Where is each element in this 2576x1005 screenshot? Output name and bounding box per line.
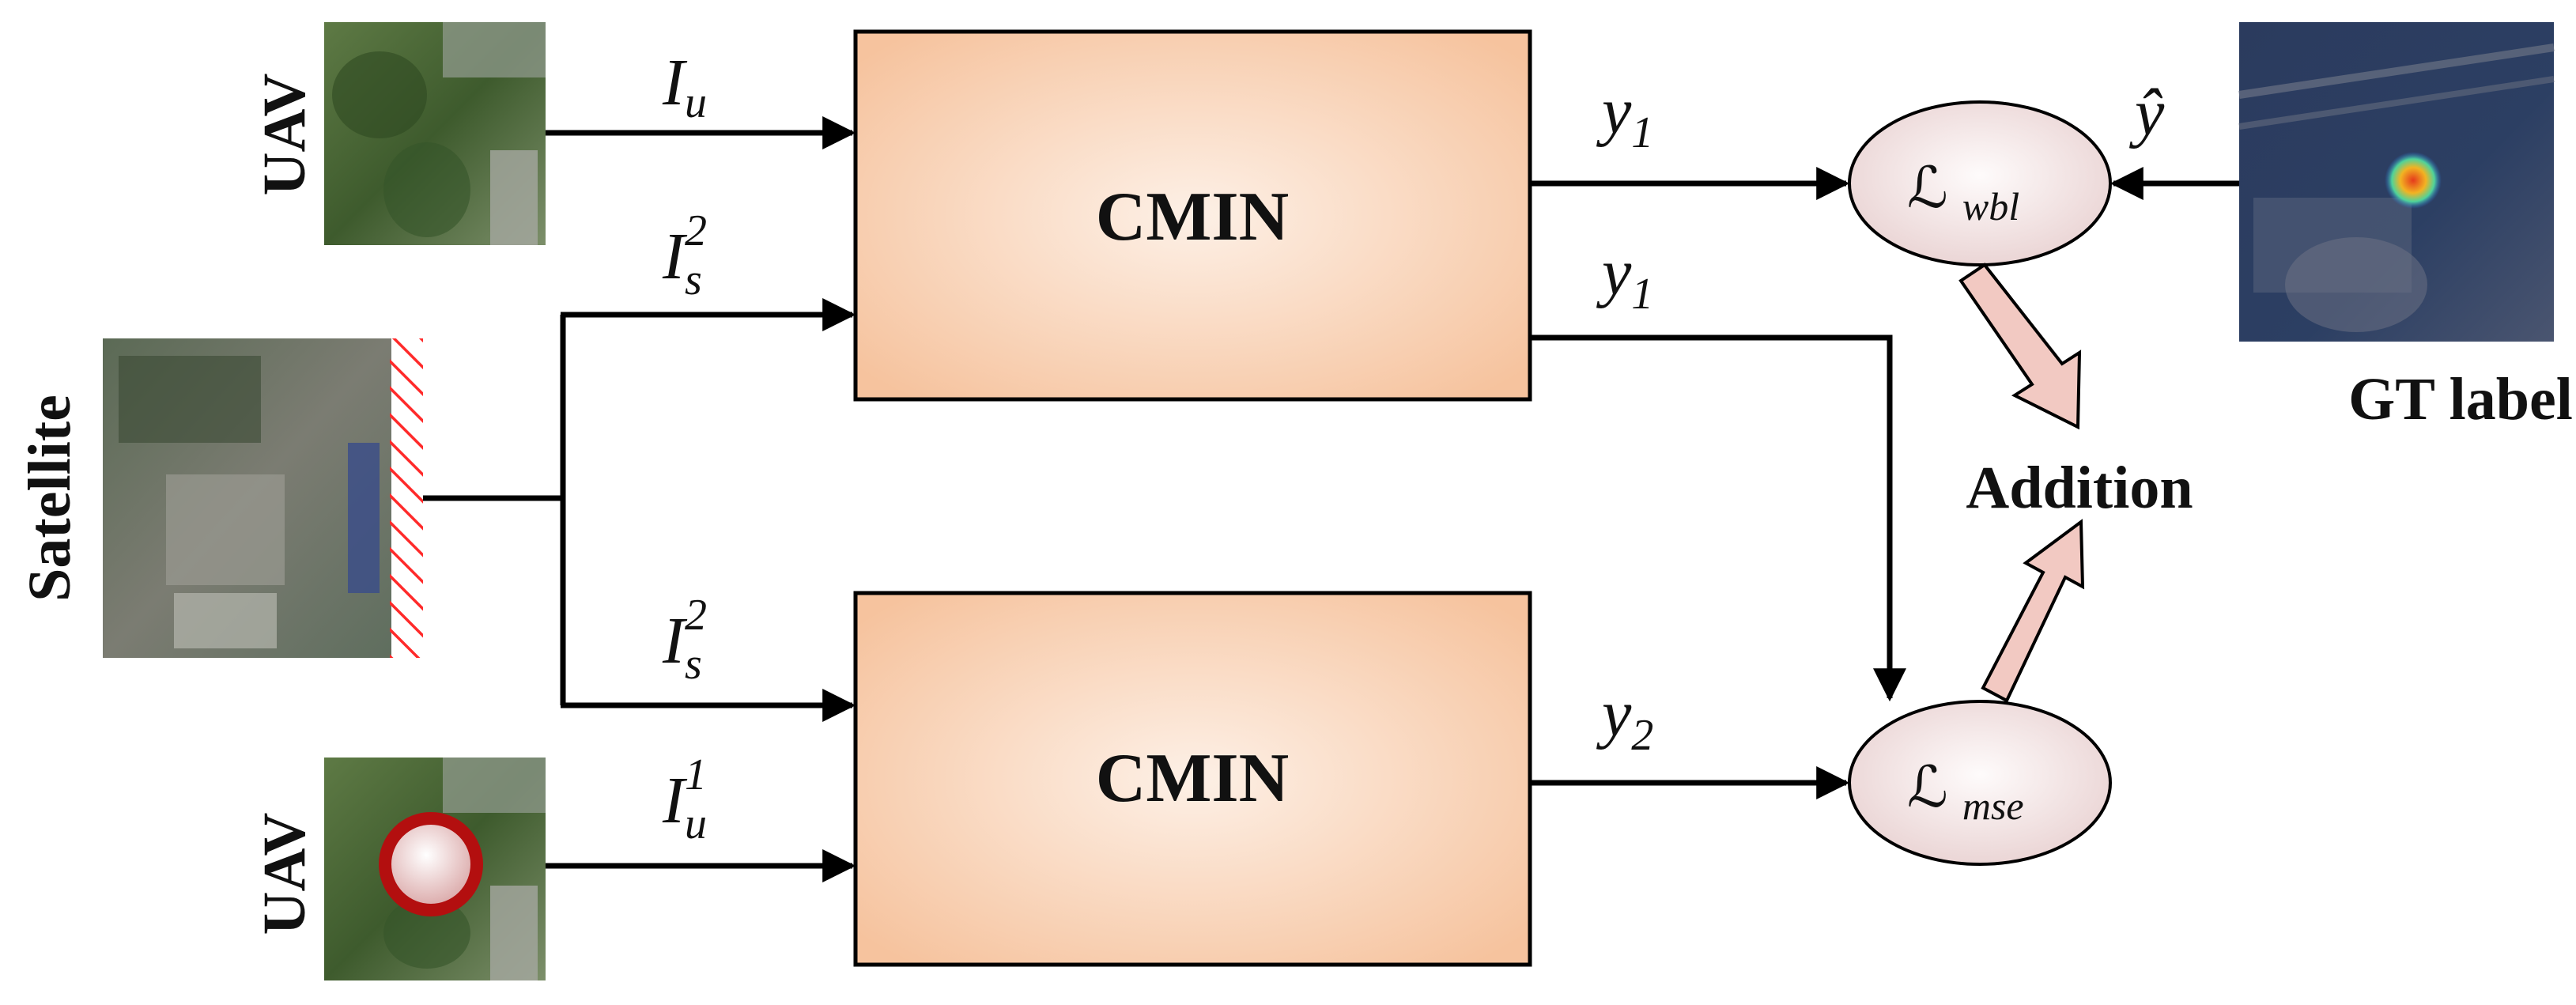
label-y2: y2 [1596, 677, 1653, 760]
label-y1-wbl: y1 [1596, 74, 1653, 157]
loss-wbl-symbol: ℒ [1907, 157, 1948, 220]
uav-bottom-image [324, 758, 546, 980]
uav-top-image [324, 22, 546, 245]
loss-wbl-node: ℒ wbl [1848, 100, 2112, 266]
location-marker-icon [379, 812, 483, 916]
gt-label: GT label [2348, 366, 2573, 433]
loss-mse-sub: mse [1962, 784, 2024, 828]
loss-mse-node: ℒ mse [1848, 700, 2112, 866]
label-iu: Iu [662, 46, 707, 127]
cmin-bottom-label: CMIN [1096, 740, 1289, 817]
cmin-block-top: CMIN [853, 29, 1532, 402]
hollow-arrow-wbl-to-addition [1958, 263, 2082, 430]
svg-text:ℒ mse: ℒ mse [1907, 756, 2024, 828]
arrow-y1-to-loss-mse [1530, 334, 1906, 702]
addition-label: Addition [1966, 455, 2193, 521]
uav-top-label: UAV [251, 73, 318, 195]
satellite-image [103, 338, 423, 658]
label-yhat: ŷ [2128, 76, 2165, 149]
satellite-label: Satellite [17, 395, 83, 602]
label-y1-mse: y1 [1596, 236, 1653, 319]
loss-mse-symbol: ℒ [1907, 756, 1948, 819]
uav-bottom-label: UAV [251, 812, 318, 935]
gt-image [2238, 22, 2555, 342]
cmin-block-bottom: CMIN [853, 591, 1532, 967]
loss-wbl-sub: wbl [1962, 184, 2019, 229]
hatch-strip [390, 338, 423, 658]
svg-text:ℒ wbl: ℒ wbl [1907, 157, 2019, 229]
heatmap-peak-icon [2385, 152, 2442, 209]
cmin-top-label: CMIN [1096, 179, 1289, 255]
hollow-arrow-mse-to-addition [1981, 519, 2085, 703]
